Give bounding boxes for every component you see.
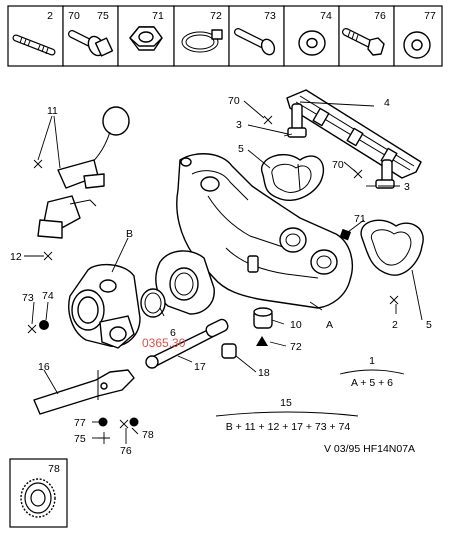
assembly-formula-1: 1 A + 5 + 6 [339,355,405,389]
diagram-reference-code: V 03/95 HF14N07A [324,443,415,455]
leader-lines [24,100,423,444]
throttle-body-part-B[interactable] [68,263,141,349]
callout-2: 2 [392,319,398,331]
callout-76: 76 [120,445,132,457]
header-number: 74 [320,10,332,22]
callout-18: 18 [258,367,270,379]
header-number: 75 [97,10,109,22]
wiring-harness-part-11[interactable] [57,106,130,189]
callout-11: 11 [47,105,58,117]
header-number: 76 [374,10,386,22]
bolt-with-washer-icon [68,30,114,57]
callout-77: 77 [74,417,86,429]
callout-B: B [126,228,133,240]
header-number: 72 [210,10,222,22]
callout-10: 10 [290,319,302,331]
header-number: 73 [264,10,276,22]
header-cell-77[interactable]: 77 [393,5,443,67]
inset-number: 78 [48,463,60,475]
callout-78: 78 [142,429,154,441]
callout-3-upper: 3 [236,119,242,131]
callout-12: 12 [10,251,22,263]
formula-15-ref: 15 [280,397,292,409]
callout-70-upper: 70 [228,95,240,107]
header-number: 70 [68,10,80,22]
callout-75: 75 [74,433,86,445]
formula-1-ref: 1 [369,355,375,367]
linkage-rod-part-17[interactable] [145,318,230,369]
formula-15-expr: B + 11 + 12 + 17 + 73 + 74 [226,421,351,433]
callout-labels: 11 4 70 3 5 70 3 71 B 12 73 74 6 10 A 2 … [10,95,432,457]
header-cell-74[interactable]: 74 [283,5,340,67]
callout-5-upper: 5 [238,143,244,155]
header-cell-73[interactable]: 73 [228,5,285,67]
stud-icon [12,34,56,56]
throttle-sensor-part-12[interactable] [37,195,97,239]
hose-clamp-icon [181,29,223,53]
mounting-bracket-part-16[interactable] [33,369,135,415]
header-cell-76[interactable]: 76 [338,5,395,67]
main-assembly: 11 4 70 3 5 70 3 71 B 12 73 74 6 10 A 2 … [10,89,432,457]
callout-4: 4 [384,97,390,109]
socket-bolt-icon [234,28,276,56]
bush-part-10[interactable] [253,307,273,329]
header-cell-2[interactable]: 2 [7,5,64,67]
callout-3-lower: 3 [404,181,410,193]
header-cell-70-75[interactable]: 70 75 [62,5,119,67]
callout-5-lower: 5 [426,319,432,331]
serrated-lock-washer-icon [20,478,56,518]
callout-16: 16 [38,361,50,373]
callout-70-lower: 70 [332,159,344,171]
hex-bolt-icon [342,28,385,56]
header-cell-71[interactable]: 71 [117,5,175,67]
header-number: 77 [424,10,436,22]
throttle-flange-part-6[interactable] [155,250,215,315]
callout-6: 6 [170,327,176,339]
sleeve-part-18[interactable] [221,343,237,359]
hex-nut-icon [129,26,163,51]
intake-manifold-part-A[interactable] [176,153,354,309]
seal-ring[interactable] [140,288,166,318]
inset-part-78[interactable]: 78 [9,458,68,528]
header-number: 2 [47,10,53,22]
assembly-formula-15: 15 B + 11 + 12 + 17 + 73 + 74 [215,397,359,433]
flat-washer-icon [298,30,326,56]
intake-gasket-upper-part-5[interactable] [261,154,325,201]
formula-1-expr: A + 5 + 6 [351,377,393,389]
fuel-rail-part-4[interactable] [286,89,422,179]
callout-73: 73 [22,292,34,304]
callout-17: 17 [194,361,206,373]
catalog-watermark: 0365.30 [142,336,186,350]
header-cell-72[interactable]: 72 [173,5,230,67]
header-number: 71 [152,10,164,22]
callout-74: 74 [42,290,54,302]
injector-upper-part-3[interactable] [287,103,307,138]
plain-washer-icon [403,31,431,59]
hardware-header-row: 2 70 75 [7,5,443,67]
callout-71: 71 [354,213,366,225]
intake-gasket-lower-part-5[interactable] [360,219,424,276]
fastener-markers [27,115,399,444]
callout-72: 72 [290,341,302,353]
callout-A: A [326,319,333,331]
